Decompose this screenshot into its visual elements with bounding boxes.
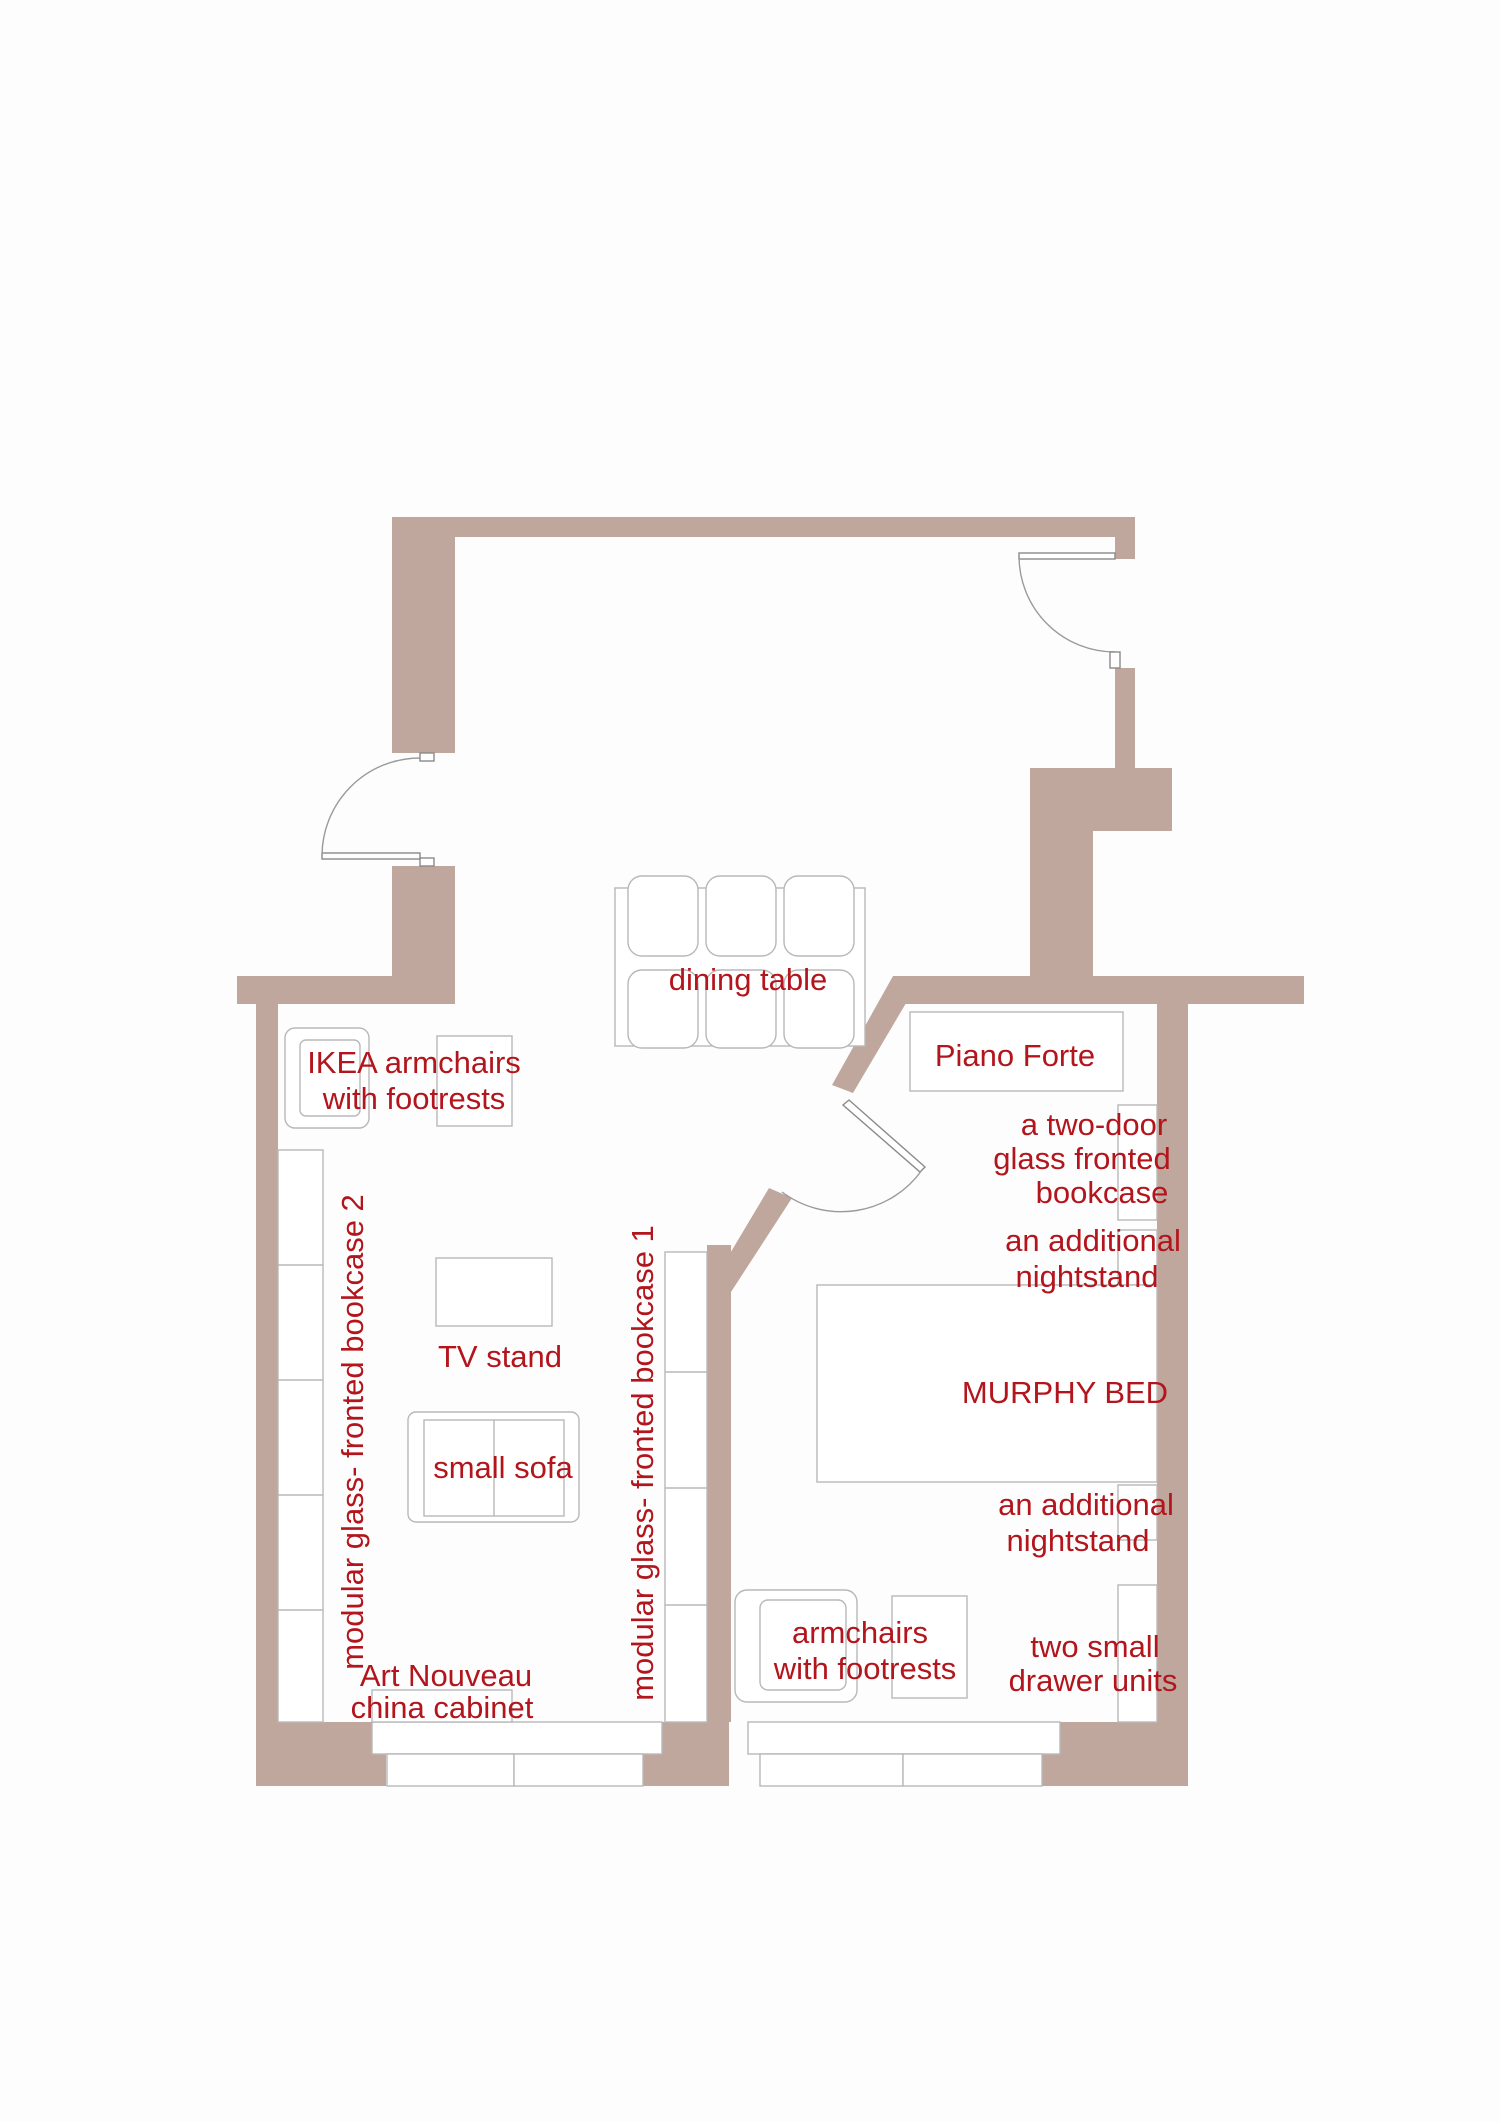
dining-chair xyxy=(705,875,777,957)
murphy-bed-shape xyxy=(816,1284,1158,1483)
left-door-leaf xyxy=(321,852,421,860)
window-left-pane-b xyxy=(513,1753,644,1787)
wall-diagonal-upper xyxy=(832,976,922,1093)
label-dining-table: dining table xyxy=(669,962,828,997)
label-china-cabinet-line1: Art Nouveau xyxy=(360,1658,532,1693)
bookcase-2-shape xyxy=(277,1149,324,1723)
label-nightstand-bottom-line1: an additional xyxy=(998,1487,1174,1522)
window-left-sill xyxy=(371,1721,663,1755)
window-right-pane-b xyxy=(902,1753,1043,1787)
furniture xyxy=(277,875,1158,1723)
labels: dining table IKEA armchairs with footres… xyxy=(307,962,1181,1725)
ikea-armchair-shape xyxy=(284,1027,370,1129)
label-drawers-line2: drawer units xyxy=(1009,1663,1178,1698)
label-tv-stand: TV stand xyxy=(438,1339,562,1374)
entrance-door-swing xyxy=(1018,555,1116,653)
label-drawers-line1: two small xyxy=(1030,1629,1159,1664)
china-cabinet-shape xyxy=(371,1689,513,1723)
label-bookcase-1: modular glass- fronted bookcase 1 xyxy=(625,1225,660,1701)
wall-mid-right xyxy=(893,976,1304,1004)
label-piano-forte: Piano Forte xyxy=(935,1038,1095,1073)
label-armchairs-line1: armchairs xyxy=(792,1615,928,1650)
window-right-sill xyxy=(747,1721,1061,1755)
label-ikea-armchairs-line1: IKEA armchairs xyxy=(307,1045,521,1080)
left-door-jamb-top xyxy=(419,752,435,762)
label-nightstand-top-line2: nightstand xyxy=(1015,1259,1158,1294)
walls xyxy=(237,517,1304,1786)
nightstand-top-shape xyxy=(1117,1229,1158,1286)
wall-upper-left-bottom xyxy=(392,866,455,996)
label-ikea-armchairs-line2: with footrests xyxy=(322,1081,506,1116)
piano-shape xyxy=(909,1011,1124,1092)
wall-outer-left xyxy=(256,976,278,1786)
dining-chair xyxy=(783,875,855,957)
dining-chair xyxy=(627,875,699,957)
label-china-cabinet-line2: china cabinet xyxy=(351,1690,534,1725)
label-bookcase-2: modular glass- fronted bookcase 2 xyxy=(335,1194,370,1670)
entrance-door-jamb xyxy=(1109,651,1121,669)
tv-stand-shape xyxy=(435,1257,553,1327)
window-right-pane-a xyxy=(759,1753,904,1787)
wall-bottom-right xyxy=(1042,1722,1188,1786)
wall-top xyxy=(392,517,1135,537)
wall-partition xyxy=(707,1245,731,1722)
drawer-unit-shape xyxy=(1117,1584,1158,1723)
bedroom-door-swing xyxy=(781,1169,923,1213)
window-left-pane-a xyxy=(386,1753,515,1787)
wall-upper-right-stub xyxy=(1115,537,1135,559)
bookcase-1-frame xyxy=(664,1251,708,1723)
label-nightstand-bottom-line2: nightstand xyxy=(1006,1523,1149,1558)
dining-chair xyxy=(627,969,699,1049)
bedroom-door-leaf xyxy=(841,1099,927,1173)
wall-bottom-left xyxy=(256,1722,386,1786)
doors xyxy=(321,552,1121,1213)
dining-chair xyxy=(783,969,855,1049)
bookcase-2-frame xyxy=(277,1149,324,1723)
nightstand-bottom-shape xyxy=(1117,1484,1158,1541)
ikea-footrest-shape xyxy=(436,1035,513,1127)
wall-upper-left-top xyxy=(392,517,455,753)
bedroom-footrest-shape xyxy=(891,1595,968,1699)
entrance-door-leaf xyxy=(1018,552,1116,560)
bookcase-1-shape xyxy=(664,1251,708,1723)
label-small-sofa: small sofa xyxy=(433,1450,573,1485)
wall-diagonal-lower xyxy=(707,1188,792,1292)
label-two-door-bookcase-line3: bookcase xyxy=(1036,1175,1169,1210)
left-door-jamb-bottom xyxy=(419,857,435,867)
bedroom-armchair-shape xyxy=(734,1589,858,1703)
ikea-armchair-seat xyxy=(299,1039,361,1117)
wall-outer-right xyxy=(1157,976,1188,1786)
label-armchairs-line2: with footrests xyxy=(773,1651,957,1686)
label-two-door-bookcase-line2: glass fronted xyxy=(993,1141,1171,1176)
label-murphy-bed: MURPHY BED xyxy=(962,1375,1168,1410)
label-two-door-bookcase-line1: a two-door xyxy=(1021,1107,1167,1142)
wall-column-down xyxy=(1030,768,1093,976)
bedroom-armchair-seat xyxy=(759,1599,847,1691)
wall-upper-right xyxy=(1115,668,1135,770)
left-door-swing xyxy=(321,757,421,857)
windows xyxy=(371,1721,1061,1787)
label-nightstand-top-line1: an additional xyxy=(1005,1223,1181,1258)
dining-chair xyxy=(705,969,777,1049)
two-door-bookcase-shape xyxy=(1117,1104,1158,1221)
